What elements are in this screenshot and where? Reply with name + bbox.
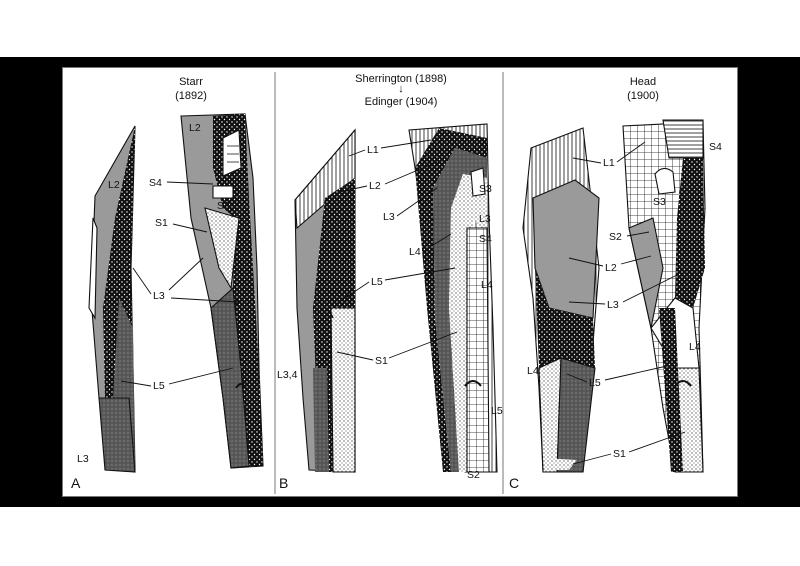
- panel-a-label-l3-foot: L3: [77, 453, 89, 465]
- panel-b-label-l3: L3: [383, 211, 395, 223]
- panel-b-label-l1: L1: [367, 144, 379, 156]
- panel-a-label-l2: L2: [108, 179, 120, 191]
- panel-b-label-l4-back: L4: [481, 279, 493, 291]
- panel-c-label-l3: L3: [607, 299, 619, 311]
- panel-b-label-s2: S2: [467, 469, 480, 481]
- panel-c-label-s3: S3: [653, 196, 666, 208]
- panel-b-label-s3: S3: [479, 183, 492, 195]
- panel-a-label-s1: S1: [155, 217, 168, 229]
- panel-b-label-l5: L5: [371, 276, 383, 288]
- panel-c-label-s4: S4: [709, 141, 722, 153]
- panel-b-label-l5-back: L5: [491, 405, 503, 417]
- panel-c-back-leg: [622, 119, 706, 473]
- panel-b-label-l2: L2: [369, 180, 381, 192]
- panel-c: Head (1900) L1 S4 S3 S2 L2 L3 L4 L4 L5 S…: [509, 76, 722, 491]
- panel-b-label-l34: L3,4: [277, 369, 298, 381]
- panel-a-back-leg: [180, 113, 264, 469]
- panel-b-letter: B: [279, 475, 288, 491]
- panel-b-back-leg: [408, 123, 498, 473]
- panel-a-title: Starr: [179, 76, 203, 88]
- panel-c-label-l1: L1: [603, 157, 615, 169]
- panel-b-year: Edinger (1904): [365, 96, 438, 108]
- panel-c-year: (1900): [627, 90, 659, 102]
- panel-b-label-s4: S4: [479, 233, 492, 245]
- panel-a-letter: A: [71, 475, 81, 491]
- panel-b: Sherrington (1898) ↓ Edinger (1904) L1 L…: [277, 73, 503, 491]
- panel-c-label-l4-back: L4: [689, 341, 701, 353]
- panel-c-title: Head: [630, 76, 656, 88]
- panel-a: Starr (1892) L2 L2 S4 S3 S1 L3 L5 L3 A: [71, 76, 264, 491]
- panel-b-arrow: ↓: [398, 83, 404, 95]
- panel-c-label-s2: S2: [609, 231, 622, 243]
- panel-b-label-l3-back: L3: [479, 213, 491, 225]
- dermatome-figure: Starr (1892) L2 L2 S4 S3 S1 L3 L5 L3 A: [62, 67, 738, 497]
- panel-a-label-s4: S4: [149, 177, 162, 189]
- panel-c-label-l2: L2: [605, 262, 617, 274]
- panel-c-front-leg: [522, 127, 600, 473]
- panel-c-label-l4: L4: [527, 365, 539, 377]
- panel-a-label-l2-back: L2: [189, 122, 201, 134]
- panel-b-label-s1: S1: [375, 355, 388, 367]
- panel-a-label-s3: S3: [217, 200, 230, 212]
- panel-c-label-s1: S1: [613, 448, 626, 460]
- dermatome-illustration: Starr (1892) L2 L2 S4 S3 S1 L3 L5 L3 A: [71, 72, 722, 494]
- panel-c-label-l5: L5: [589, 377, 601, 389]
- panel-a-label-l5: L5: [153, 380, 165, 392]
- panel-b-front-leg: [294, 128, 356, 473]
- panel-b-label-l4: L4: [409, 246, 421, 258]
- panel-a-front-leg: [88, 125, 136, 473]
- panel-a-year: (1892): [175, 90, 207, 102]
- panel-b-title: Sherrington (1898): [355, 73, 447, 85]
- panel-a-label-l3: L3: [153, 290, 165, 302]
- panel-c-letter: C: [509, 475, 519, 491]
